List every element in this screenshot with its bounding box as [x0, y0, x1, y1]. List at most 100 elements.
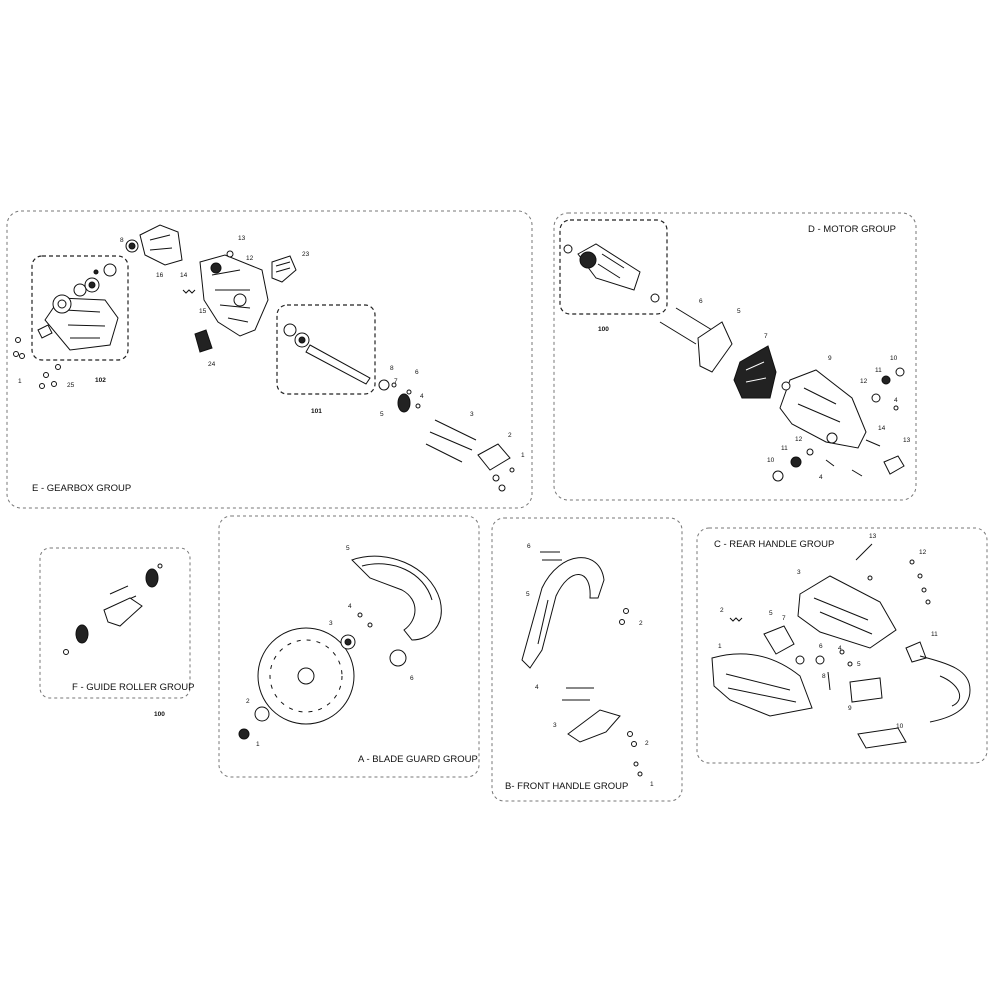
rear-part-number-11: 11 — [931, 631, 938, 638]
motor-group-label: D - MOTOR GROUP — [808, 224, 896, 235]
subassembly-101-border — [276, 304, 376, 395]
part-number-7: 7 — [394, 378, 398, 385]
motor-group-border — [553, 212, 917, 501]
screws-part — [13, 337, 61, 389]
part-number-3: 3 — [470, 411, 474, 418]
spring-part — [182, 289, 196, 294]
motor-part-number-4b: 4 — [819, 474, 823, 481]
handle-pad-part — [271, 255, 297, 283]
gearbox-group-border — [6, 210, 533, 509]
subassembly-101-number: 101 — [311, 408, 322, 415]
motor-part-number-13: 13 — [903, 437, 911, 444]
front-handle-part — [521, 557, 605, 669]
rear-part-number-6: 6 — [819, 643, 823, 650]
part-number-6: 6 — [415, 369, 419, 376]
rear-handle-group: C - REAR HANDLE GROUP 13 12 3 2 5 7 6 1 … — [696, 527, 988, 764]
rear-part-number-5b: 5 — [857, 661, 861, 668]
rear-part-number-3: 3 — [797, 569, 801, 576]
blade-flange-part — [477, 443, 515, 492]
rear-part-number-7: 7 — [782, 615, 786, 622]
rear-handle-group-border — [696, 527, 988, 764]
gearbox-housing-part — [199, 250, 269, 337]
gear-part — [378, 379, 421, 413]
front-part-number-3: 3 — [553, 722, 557, 729]
part-number-1b: 1 — [521, 452, 525, 459]
front-part-number-2b: 2 — [645, 740, 649, 747]
part-number-15: 15 — [199, 308, 207, 315]
motor-part-number-10: 10 — [890, 355, 898, 362]
part-number-8: 8 — [120, 237, 124, 244]
brushes-pins-part — [659, 307, 713, 345]
pins-part — [425, 419, 477, 463]
part-number-24: 24 — [208, 361, 216, 368]
guard-part-number-5: 5 — [346, 545, 350, 552]
guard-part-number-6: 6 — [410, 675, 414, 682]
gear-cover-part — [139, 224, 183, 266]
part-number-23: 23 — [302, 251, 310, 258]
diamond-blade-part — [257, 627, 355, 725]
guide-roller-number: 100 — [154, 711, 165, 718]
part-number-8b: 8 — [390, 365, 394, 372]
front-handle-group-border — [491, 517, 683, 802]
switch-part — [729, 617, 853, 691]
rear-part-number-13: 13 — [869, 533, 877, 540]
cord-part — [905, 641, 971, 723]
gearbox-group: E - GEARBOX GROUP 102 101 1 25 8 1 6 13 1… — [6, 210, 533, 509]
front-handle-group-label: B- FRONT HANDLE GROUP — [505, 781, 628, 792]
guide-roller-group-label: F - GUIDE ROLLER GROUP — [72, 682, 194, 693]
motor-part-number-5: 5 — [737, 308, 741, 315]
gearbox-group-label: E - GEARBOX GROUP — [32, 483, 131, 494]
motor-group: D - MOTOR GROUP 100 6 5 7 9 10 11 12 4 1… — [553, 212, 917, 501]
baffle-part — [697, 321, 733, 373]
front-part-number-1: 1 — [650, 781, 654, 788]
blade-guard-group: A - BLADE GUARD GROUP 5 4 3 6 2 1 — [218, 515, 480, 778]
guard-part-number-2: 2 — [246, 698, 250, 705]
rear-handle-group-label: C - REAR HANDLE GROUP — [714, 539, 834, 550]
part-number-4: 4 — [420, 393, 424, 400]
part-number-12: 12 — [246, 255, 254, 262]
rear-handle-body-part — [711, 653, 813, 717]
subassembly-102-border — [31, 255, 129, 361]
armature-part — [563, 243, 660, 303]
guide-roller-part — [63, 563, 163, 655]
guide-roller-group-border — [39, 547, 191, 699]
motor-part-number-10b: 10 — [767, 457, 775, 464]
guard-part-number-4: 4 — [348, 603, 352, 610]
guard-part-number-1: 1 — [256, 741, 260, 748]
subassembly-100-border — [559, 219, 668, 315]
subassembly-100-number: 100 — [598, 326, 609, 333]
front-handle-group: B- FRONT HANDLE GROUP 6 5 2 4 3 2 1 — [491, 517, 683, 802]
motor-housing-part — [779, 369, 867, 449]
part-number-1: 1 — [18, 378, 22, 385]
flange-nut-part — [238, 612, 373, 740]
part-number-13: 13 — [238, 235, 246, 242]
guide-roller-group: F - GUIDE ROLLER GROUP 100 — [39, 547, 194, 718]
blade-guard-group-label: A - BLADE GUARD GROUP — [358, 754, 478, 765]
rear-part-number-1: 1 — [718, 643, 722, 650]
part-number-14: 14 — [180, 272, 188, 279]
bearing-part — [125, 239, 139, 253]
rear-handle-cover-part — [797, 575, 897, 649]
rear-part-number-12: 12 — [919, 549, 927, 556]
side-pad-part — [194, 329, 213, 353]
rear-part-number-4: 4 — [838, 645, 842, 652]
subassembly-102-number: 102 — [95, 377, 106, 384]
handle-screws-part — [540, 551, 643, 777]
gear-housing-cover-part — [37, 263, 119, 351]
brush-holder-part — [781, 367, 905, 411]
blade-guard-part — [351, 555, 442, 667]
front-part-number-6: 6 — [527, 543, 531, 550]
rear-part-number-8: 8 — [822, 673, 826, 680]
part-number-25: 25 — [67, 382, 75, 389]
guard-part-number-3: 3 — [329, 620, 333, 627]
motor-part-number-11b: 11 — [781, 445, 788, 452]
front-part-number-2: 2 — [639, 620, 643, 627]
rear-part-number-9: 9 — [848, 705, 852, 712]
handle-bracket-part — [567, 709, 621, 743]
motor-part-number-6: 6 — [699, 298, 703, 305]
rear-screws-part — [855, 543, 931, 605]
motor-part-number-14: 14 — [878, 425, 886, 432]
front-part-number-4: 4 — [535, 684, 539, 691]
stator-part — [733, 345, 777, 399]
